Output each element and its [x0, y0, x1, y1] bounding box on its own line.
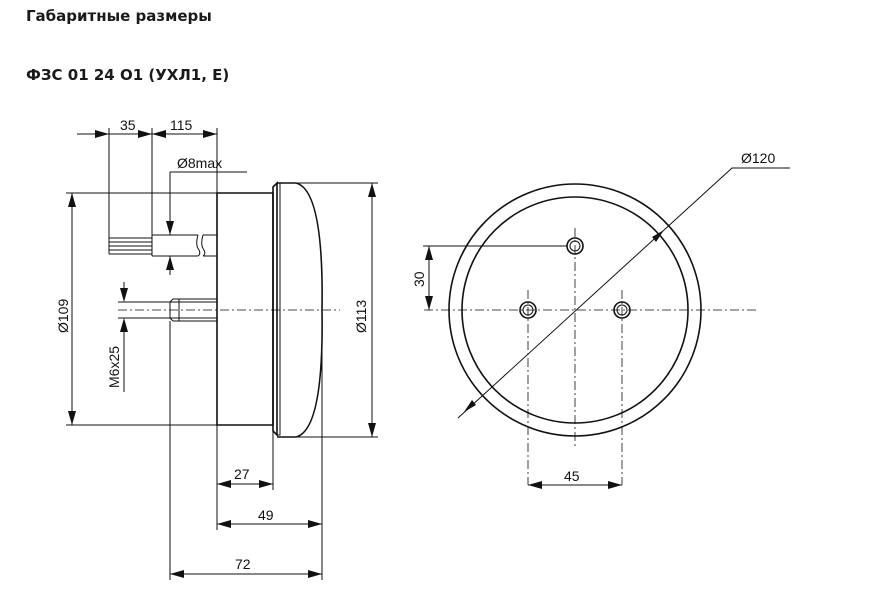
- page-title: Габаритные размеры: [26, 7, 212, 25]
- dim-cable-offset: 115: [170, 117, 193, 133]
- mounting-hole-left: [519, 301, 537, 319]
- front-view: 30 45 Ø120: [411, 150, 790, 489]
- diameter-leader: [457, 167, 790, 419]
- model-designation: ФЗС 01 24 О1 (УХЛ1, Е): [26, 66, 230, 84]
- flange: [272, 181, 278, 437]
- dim-outer-diameter: Ø120: [741, 150, 775, 166]
- cable-wires: [108, 235, 153, 256]
- dim-lens-diameter: Ø113: [353, 300, 369, 333]
- side-view: 35 115 Ø8max Ø109 Ø113 М6х25 27 49 72: [55, 117, 378, 580]
- dim-cable-diameter: Ø8max: [177, 155, 222, 171]
- side-arrowheads: [68, 130, 376, 578]
- dim-stud-thread: М6х25: [106, 346, 122, 388]
- dim-hole-vertical-offset: 30: [411, 271, 427, 287]
- dim-flange-to-lens: 27: [234, 466, 250, 482]
- housing-body: [216, 192, 274, 426]
- dim-cable-length: 35: [120, 117, 136, 133]
- cable: [108, 234, 217, 257]
- dim-body-depth: 49: [258, 507, 274, 523]
- dim-overall-depth: 72: [235, 556, 251, 572]
- mounting-hole-right: [613, 301, 631, 319]
- dim-body-diameter: Ø109: [55, 299, 71, 333]
- dim-hole-spacing: 45: [564, 468, 580, 484]
